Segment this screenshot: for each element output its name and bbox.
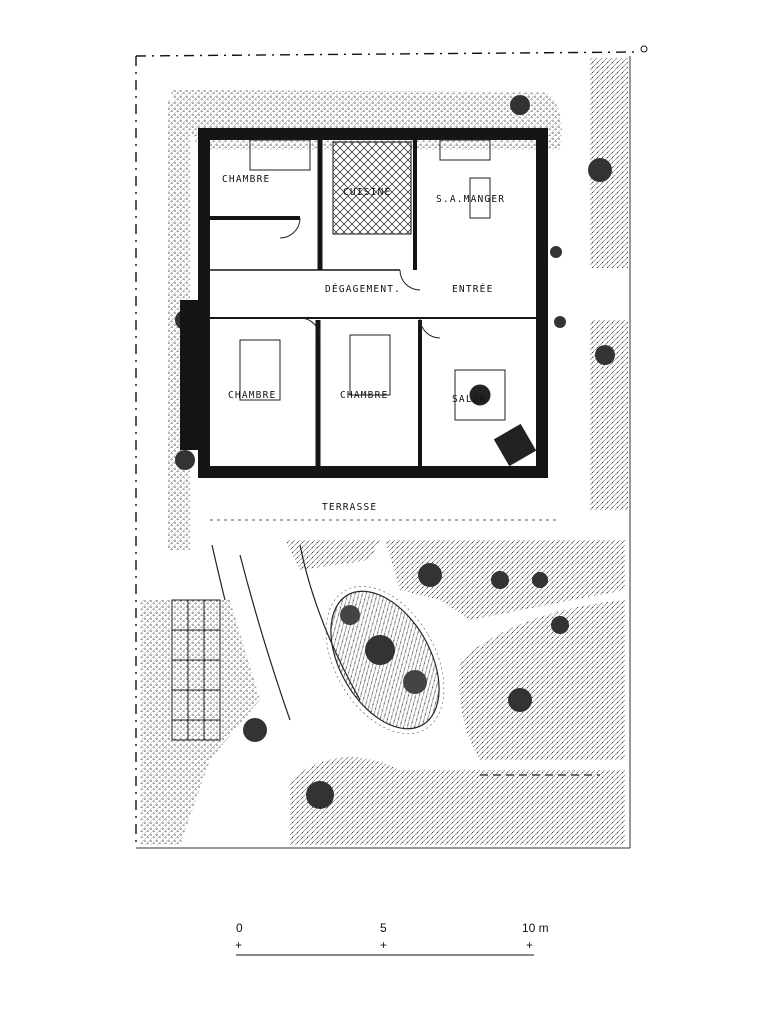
scale-tick-5: + (380, 938, 387, 952)
room-label-entree: ENTRÉE (452, 283, 494, 295)
room-label-salle-a-manger: S.A.MANGER (436, 194, 505, 205)
scale-bar: 0 5 10 m + + + (235, 921, 549, 956)
scale-label-10m: 10 m (522, 921, 549, 935)
scale-label-5: 5 (380, 921, 387, 935)
furniture (239, 139, 537, 467)
doors (279, 217, 441, 339)
scale-tick-10: + (526, 938, 533, 952)
room-label-chambre-nw: CHAMBRE (222, 174, 270, 185)
room-label-terrasse: TERRASSE (322, 502, 377, 513)
driveway (211, 544, 600, 776)
room-label-chambre-sw: CHAMBRE (228, 390, 276, 401)
kitchen-tile-floor (332, 141, 412, 235)
scale-label-0: 0 (236, 921, 243, 935)
pergola-grid (171, 599, 221, 741)
room-label-salon: SALON (452, 394, 487, 405)
tree-symbols (175, 95, 615, 809)
interior-walls (210, 138, 536, 466)
oval-garden-bed (325, 586, 445, 734)
room-label-chambre-mid: CHAMBRE (340, 390, 388, 401)
site-boundary (135, 45, 648, 849)
room-label-degagement: DÉGAGEMENT. (325, 283, 401, 295)
room-label-cuisine: CUISINE (343, 187, 391, 198)
scale-tick-0: + (235, 938, 242, 952)
house-walls (180, 128, 548, 478)
